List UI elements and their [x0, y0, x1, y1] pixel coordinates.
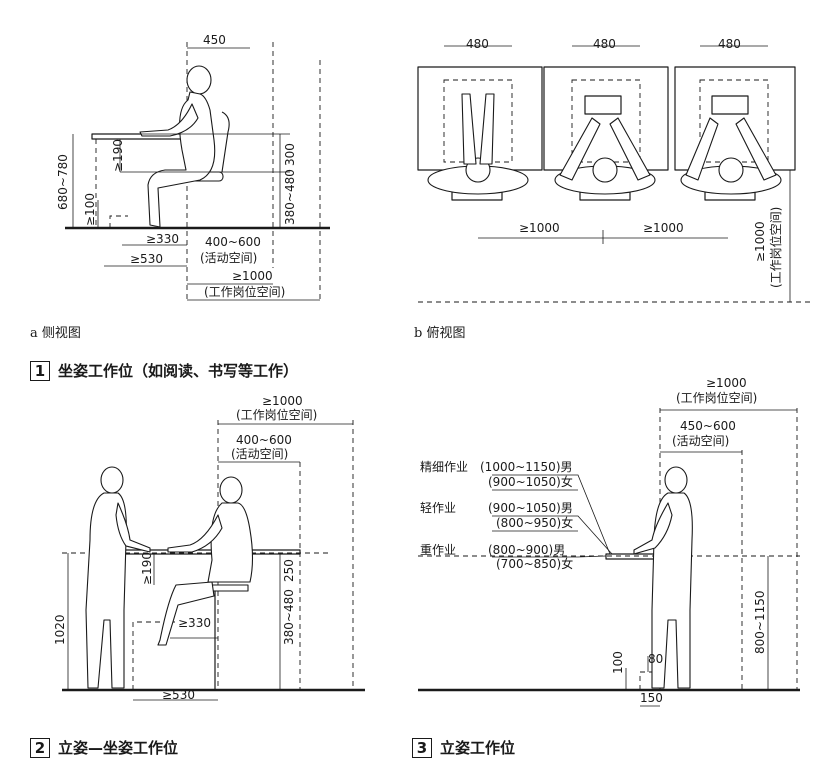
chair-back: [221, 111, 230, 173]
dim-label-450: 450: [203, 33, 226, 47]
standing-person-figure: [85, 466, 151, 689]
dim-label-300: 300: [283, 143, 297, 166]
work-area: [443, 79, 513, 163]
footrest: [132, 621, 175, 690]
dim-label-190: ≥190: [140, 552, 154, 585]
work-type-female: (900~1050)女: [488, 475, 573, 489]
paper: [711, 95, 749, 115]
top-person-1: [427, 93, 529, 195]
section-2-title: 2 立姿—坐姿工作位: [30, 737, 178, 758]
dim-label-480: 480: [466, 37, 489, 51]
work-type-name: 轻作业: [420, 501, 457, 515]
section-number: 2: [30, 737, 50, 758]
activity-space-label: (活动空间): [672, 434, 730, 448]
footrest: [109, 215, 128, 228]
desk-outline: [417, 66, 543, 171]
seated-person-figure: [139, 65, 216, 228]
stand-sit-drawing: [62, 420, 365, 701]
dim-label-1000-vertical: ≥1000: [753, 221, 767, 262]
workspace-label-vertical: (工作岗位空间): [769, 206, 783, 288]
section-number: 3: [412, 737, 432, 758]
section-title-text: 立姿—坐姿工作位: [58, 739, 179, 757]
side-view-drawing: [65, 42, 330, 301]
dim-label-1000: ≥1000: [643, 221, 684, 235]
dim-label-1020: 1020: [53, 614, 67, 645]
dim-label-680-780: 680~780: [56, 154, 70, 210]
desk-outline: [674, 66, 796, 171]
dim-label-330: ≥330: [146, 232, 179, 246]
work-type-name: 精细作业: [420, 460, 469, 474]
dim-label-1000: ≥1000: [519, 221, 560, 235]
dim-label-400-600: 400~600: [236, 433, 292, 447]
workspace-label: (工作岗位空间): [204, 285, 286, 299]
dim-label-190: ≥190: [111, 139, 125, 172]
dim-label-1000: ≥1000: [262, 394, 303, 408]
leader-line: [492, 515, 613, 555]
dim-label-150: 150: [640, 691, 663, 705]
dim-label-450-600: 450~600: [680, 419, 736, 433]
dim-label-1000: ≥1000: [232, 269, 273, 283]
leader-line: [492, 474, 611, 555]
top-person-2: [554, 117, 656, 195]
desk-outline: [543, 66, 669, 171]
section-1-title: 1 坐姿工作位（如阅读、书写等工作）: [30, 360, 298, 381]
dim-label-100: 100: [611, 651, 625, 674]
work-type-name: 重作业: [420, 543, 457, 557]
paper: [584, 95, 622, 115]
activity-space-label: (活动空间): [231, 447, 289, 461]
high-seated-person-figure: [157, 476, 254, 646]
dim-label-400-600: 400~600: [205, 235, 261, 249]
work-type-male: (900~1050)男: [488, 501, 573, 515]
side-view-caption: a 侧视图: [30, 326, 81, 341]
section-title-text: 立姿工作位: [440, 739, 516, 757]
dim-label-800-1150: 800~1150: [753, 590, 767, 655]
work-type-male: (800~900)男: [488, 543, 566, 557]
dim-label-380-480: 380~480: [282, 589, 296, 645]
dim-label-250: 250: [282, 559, 296, 582]
dim-label-380-480: 380~480: [283, 169, 297, 225]
work-type-female: (700~850)女: [496, 557, 574, 571]
top-view-caption: b 俯视图: [414, 326, 466, 341]
dim-label-480: 480: [593, 37, 616, 51]
workspace-label: (工作岗位空间): [236, 408, 318, 422]
dim-label-480: 480: [718, 37, 741, 51]
dim-label-1000: ≥1000: [706, 376, 747, 390]
section-3-title: 3 立姿工作位: [412, 737, 515, 758]
standing-drawing: [418, 408, 800, 707]
top-person-3: [680, 117, 782, 195]
leader-line: [492, 555, 607, 558]
workspace-label: (工作岗位空间): [676, 391, 758, 405]
dim-label-80: 80: [648, 652, 664, 666]
dim-label-530: ≥530: [130, 252, 163, 266]
section-title-text: 坐姿工作位（如阅读、书写等工作）: [58, 362, 299, 380]
work-type-female: (800~950)女: [496, 516, 574, 530]
top-view-drawing: [417, 45, 812, 303]
activity-space-label: (活动空间): [200, 251, 258, 265]
standing-worker-figure: [633, 466, 693, 689]
toe-recess: [639, 660, 661, 690]
dim-label-100: ≥100: [83, 193, 97, 226]
dim-label-530: ≥530: [162, 688, 195, 702]
section-number: 1: [30, 360, 50, 381]
dim-label-330: ≥330: [178, 616, 211, 630]
work-type-male: (1000~1150)男: [480, 460, 573, 474]
